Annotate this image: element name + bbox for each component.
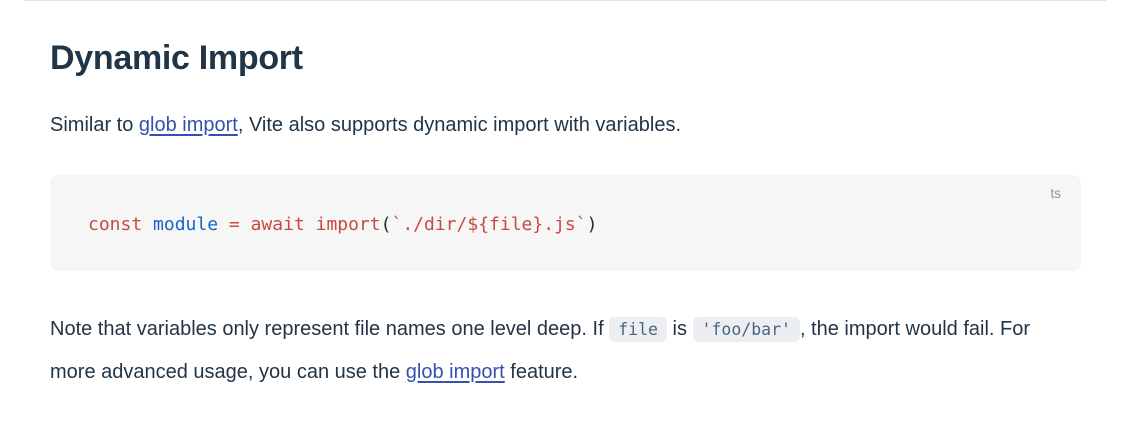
note-text-1: Note that variables only represent file … bbox=[50, 317, 610, 340]
code-token-equals: = bbox=[228, 213, 240, 235]
code-token-module: module bbox=[153, 213, 219, 235]
code-token-open-paren: ( bbox=[380, 213, 392, 235]
inline-code-file: file bbox=[609, 316, 667, 342]
top-divider bbox=[24, 0, 1106, 1]
note-text-3: , the import would fail. For more advanc… bbox=[50, 317, 1031, 383]
code-token-const: const bbox=[88, 213, 143, 235]
code-token-space bbox=[240, 214, 251, 235]
intro-paragraph: Similar to glob import, Vite also suppor… bbox=[50, 109, 1081, 141]
code-token-template-string: `./dir/${file}.js` bbox=[391, 213, 587, 235]
note-text-2: is bbox=[666, 317, 693, 340]
code-token-space bbox=[218, 214, 229, 235]
doc-content: Dynamic Import Similar to glob import, V… bbox=[0, 37, 1130, 393]
note-text-4: feature. bbox=[504, 360, 579, 383]
intro-text-before: Similar to bbox=[50, 113, 139, 136]
glob-import-link[interactable]: glob import bbox=[138, 113, 238, 136]
code-block: ts const module = await import(`./dir/${… bbox=[50, 174, 1081, 271]
code-token-space bbox=[142, 214, 153, 235]
code-token-await: await bbox=[250, 213, 305, 235]
note-paragraph: Note that variables only represent file … bbox=[50, 308, 1081, 393]
intro-text-after: , Vite also supports dynamic import with… bbox=[237, 113, 681, 136]
code-token-close-paren: ) bbox=[586, 213, 598, 235]
glob-import-link-2[interactable]: glob import bbox=[405, 360, 505, 383]
page-title: Dynamic Import bbox=[50, 39, 303, 77]
code-token-space bbox=[305, 214, 316, 235]
code-language-label: ts bbox=[1050, 185, 1061, 201]
inline-code-foo-bar: 'foo/bar' bbox=[692, 316, 800, 342]
code-line: const module = await import(`./dir/${fil… bbox=[88, 212, 1057, 237]
code-token-import: import bbox=[315, 213, 381, 235]
